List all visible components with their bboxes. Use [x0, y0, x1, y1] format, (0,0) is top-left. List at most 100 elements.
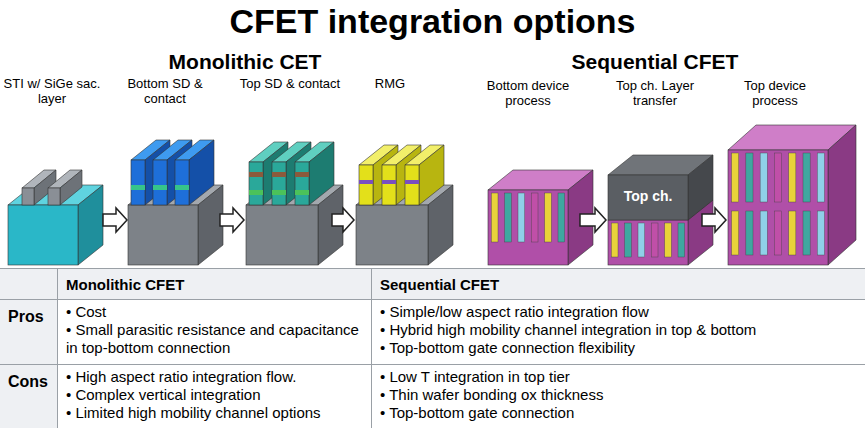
block-front [359, 165, 373, 205]
block-front [382, 165, 396, 205]
device-stripe [803, 211, 810, 255]
step-label: STI w/ SiGe sac. layer [0, 77, 104, 107]
device-stripe [760, 153, 767, 202]
block-front [153, 160, 167, 205]
block-side [263, 142, 288, 205]
block-side [419, 145, 444, 205]
channel-layer [249, 172, 263, 177]
table-bullet: • Cost [66, 303, 363, 321]
device-stripe [817, 211, 824, 255]
block-front [246, 205, 318, 265]
row-header: Pros [0, 300, 58, 365]
table-bullet: • Simple/low aspect ratio integration fl… [380, 303, 857, 321]
gate [359, 145, 398, 205]
block-front [249, 162, 263, 205]
wafer [728, 125, 856, 265]
process-illustration [0, 0, 865, 268]
column-heading: Sequential CFET [380, 276, 857, 294]
top-channel-layer [608, 155, 713, 220]
gate [405, 145, 444, 205]
channel-layer [359, 180, 373, 184]
block-side [78, 185, 103, 265]
table-bullet: • Hybrid high mobility channel integrati… [380, 321, 857, 339]
device-stripe [746, 211, 753, 255]
fin [131, 140, 170, 205]
layer-label: Top ch. [610, 188, 686, 204]
table-bullet: • Top-bottom gate connection [380, 404, 857, 422]
block-front [356, 205, 428, 265]
channel-layer [153, 185, 167, 190]
device-stripe [746, 153, 753, 202]
table-cell: • High aspect ratio integration flow.• C… [58, 365, 372, 428]
fin [295, 142, 334, 205]
table-header: Monolithic CFET [58, 268, 372, 300]
step-label: Top device process [725, 79, 825, 109]
device-stripe [505, 193, 512, 242]
device-stripe [774, 211, 781, 255]
channel-layer [295, 172, 309, 177]
device-stripe [789, 153, 796, 202]
device-stripe [817, 153, 824, 202]
device-stripe [665, 223, 672, 257]
comparison-table: Monolithic CFET Sequential CFET Pros • C… [0, 268, 865, 428]
block-front [131, 160, 145, 205]
column-heading: Monolithic CFET [66, 276, 363, 294]
substrate [8, 185, 103, 265]
table-bullet: • Small parasitic resistance and capacit… [66, 321, 363, 357]
row-label: Pros [8, 308, 49, 326]
fin [153, 140, 192, 205]
step-label: Bottom device process [473, 79, 583, 109]
block-front [608, 175, 688, 220]
table-bullet: • Top-bottom gate connection flexibility [380, 339, 857, 357]
block-side [189, 140, 214, 205]
table-cell: • Simple/low aspect ratio integration fl… [372, 300, 865, 365]
device-stripe [558, 193, 565, 242]
table-header: Sequential CFET [372, 268, 865, 300]
block-front [272, 162, 286, 205]
device-stripe [774, 153, 781, 202]
device-stripe [518, 193, 525, 242]
device-stripe [611, 223, 618, 257]
section-heading: Monolithic CET [125, 50, 365, 74]
device-stripe [732, 211, 739, 255]
block-front [8, 205, 78, 265]
device-stripe [678, 223, 685, 257]
channel-layer [175, 185, 189, 190]
fin [249, 142, 288, 205]
channel-layer [295, 190, 309, 195]
channel-layer [249, 190, 263, 195]
step-label: Bottom SD & contact [110, 77, 220, 107]
device-stripe [531, 193, 538, 242]
block-front [488, 190, 568, 265]
fin [272, 142, 311, 205]
block-front [608, 220, 688, 265]
table-corner [0, 268, 58, 300]
device-stripe [732, 153, 739, 202]
channel-layer [405, 180, 419, 184]
block-front [48, 188, 60, 205]
channel-layer [131, 185, 145, 190]
table-bullet: • Thin wafer bonding ox thickness [380, 386, 857, 404]
device-stripe [491, 193, 498, 242]
gate [382, 145, 421, 205]
block-front [175, 160, 189, 205]
fin [48, 170, 82, 205]
row-label: Cons [8, 373, 49, 391]
block-side [828, 125, 856, 265]
block-side [60, 170, 82, 205]
table-bullet: • Complex vertical integration [66, 386, 363, 404]
device-stripe [760, 211, 767, 255]
table-bullet: • Limited high mobility channel options [66, 404, 363, 422]
table-bullet: • High aspect ratio integration flow. [66, 368, 363, 386]
channel-layer [272, 172, 286, 177]
wafer [488, 170, 593, 265]
row-header: Cons [0, 365, 58, 428]
process-arrow [103, 208, 127, 232]
process-arrow [220, 208, 244, 232]
title: CFET integration options [0, 0, 865, 42]
step-label: RMG [360, 77, 420, 92]
block-side [396, 145, 421, 205]
step-label: Top SD & contact [235, 77, 345, 92]
block-front [295, 162, 309, 205]
